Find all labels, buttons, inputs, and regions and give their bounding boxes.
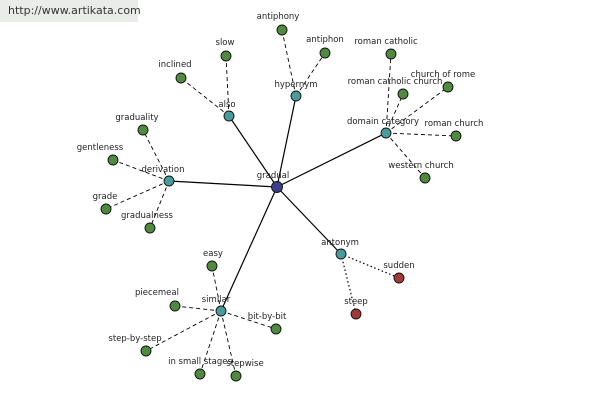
relation-node-also[interactable]	[223, 110, 235, 122]
word-node-church-of-rome[interactable]	[442, 81, 454, 93]
word-node-easy[interactable]	[206, 260, 218, 272]
word-node-slow[interactable]	[220, 50, 232, 62]
word-node-inclined[interactable]	[175, 72, 187, 84]
edge-similar-piecemeal	[174, 305, 222, 312]
relation-label-also: also	[218, 100, 235, 110]
edge-gradual-domain-category	[276, 132, 387, 188]
word-label-piecemeal: piecemeal	[135, 288, 179, 298]
word-label-roman-catholic-church: roman catholic church	[348, 77, 443, 87]
word-label-sudden: sudden	[383, 261, 414, 271]
edge-also-slow	[225, 55, 230, 117]
relation-label-domain-category: domain category	[347, 117, 419, 127]
word-node-western-church[interactable]	[419, 172, 431, 184]
word-node-antiphony[interactable]	[276, 24, 288, 36]
relation-label-similar: similar	[202, 295, 231, 305]
edge-gradual-also	[228, 115, 278, 188]
word-label-bit-by-bit: bit-by-bit	[248, 312, 287, 322]
edge-gradual-derivation	[168, 180, 278, 188]
watermark: http://www.artikata.com	[0, 0, 141, 22]
relation-label-hypernym: hypernym	[274, 80, 317, 90]
word-label-western-church: western church	[388, 161, 453, 171]
word-node-bit-by-bit[interactable]	[270, 323, 282, 335]
word-node-steep[interactable]	[350, 308, 362, 320]
relation-node-domain-category[interactable]	[380, 127, 392, 139]
relation-node-antonym[interactable]	[335, 248, 347, 260]
word-label-church-of-rome: church of rome	[411, 70, 475, 80]
word-label-steep: steep	[344, 297, 368, 307]
word-label-easy: easy	[203, 249, 223, 259]
word-label-slow: slow	[216, 38, 235, 48]
word-label-roman-church: roman church	[425, 119, 484, 129]
word-node-roman-catholic-church[interactable]	[397, 88, 409, 100]
center-node-gradual[interactable]	[271, 181, 283, 193]
word-label-step-by-step: step-by-step	[108, 334, 161, 344]
word-label-gentleness: gentleness	[77, 143, 124, 153]
word-label-stepwise: stepwise	[226, 359, 263, 369]
word-node-step-by-step[interactable]	[140, 345, 152, 357]
word-node-graduality[interactable]	[137, 124, 149, 136]
word-label-gradualness: gradualness	[121, 211, 173, 221]
word-label-in-small-stages: in small stages	[168, 357, 232, 367]
edge-hypernym-antiphony	[281, 29, 297, 97]
word-node-stepwise[interactable]	[230, 370, 242, 382]
edge-similar-bit-by-bit	[220, 310, 277, 330]
word-node-gentleness[interactable]	[107, 154, 119, 166]
word-label-antiphony: antiphony	[257, 12, 300, 22]
word-node-roman-church[interactable]	[450, 130, 462, 142]
relation-node-derivation[interactable]	[163, 175, 175, 187]
edge-gradual-antonym	[276, 186, 342, 255]
edge-derivation-graduality	[142, 129, 170, 182]
word-label-inclined: inclined	[158, 60, 191, 70]
word-label-roman-catholic: roman catholic	[354, 37, 418, 47]
edge-domain-category-roman-catholic	[385, 53, 392, 134]
word-label-graduality: graduality	[115, 113, 158, 123]
edge-derivation-grade	[105, 180, 170, 210]
word-label-grade: grade	[93, 192, 118, 202]
edge-gradual-similar	[220, 186, 278, 312]
edge-domain-category-western-church	[385, 132, 426, 179]
word-label-antiphon: antiphon	[306, 35, 344, 45]
edge-gradual-hypernym	[276, 95, 297, 188]
word-node-gradualness[interactable]	[144, 222, 156, 234]
edge-hypernym-antiphon	[295, 52, 326, 97]
relation-label-derivation: derivation	[141, 165, 184, 175]
watermark-url: http://www.artikata.com	[8, 4, 141, 17]
word-node-antiphon[interactable]	[319, 47, 331, 59]
word-node-roman-catholic[interactable]	[385, 48, 397, 60]
relation-node-similar[interactable]	[215, 305, 227, 317]
center-label: gradual	[257, 171, 289, 181]
edge-derivation-gradualness	[149, 180, 170, 229]
word-node-sudden[interactable]	[393, 272, 405, 284]
word-node-in-small-stages[interactable]	[194, 368, 206, 380]
edge-also-inclined	[180, 77, 230, 117]
relation-node-hypernym[interactable]	[290, 90, 302, 102]
edge-domain-category-church-of-rome	[385, 86, 449, 134]
relation-label-antonym: antonym	[321, 238, 359, 248]
edge-similar-easy	[211, 265, 222, 312]
word-node-piecemeal[interactable]	[169, 300, 181, 312]
edge-domain-category-roman-church	[385, 132, 457, 137]
edge-similar-step-by-step	[145, 310, 222, 352]
edge-antonym-sudden	[340, 253, 400, 279]
word-node-grade[interactable]	[100, 203, 112, 215]
edge-derivation-gentleness	[112, 159, 170, 182]
edge-domain-category-roman-catholic-church	[385, 93, 404, 134]
